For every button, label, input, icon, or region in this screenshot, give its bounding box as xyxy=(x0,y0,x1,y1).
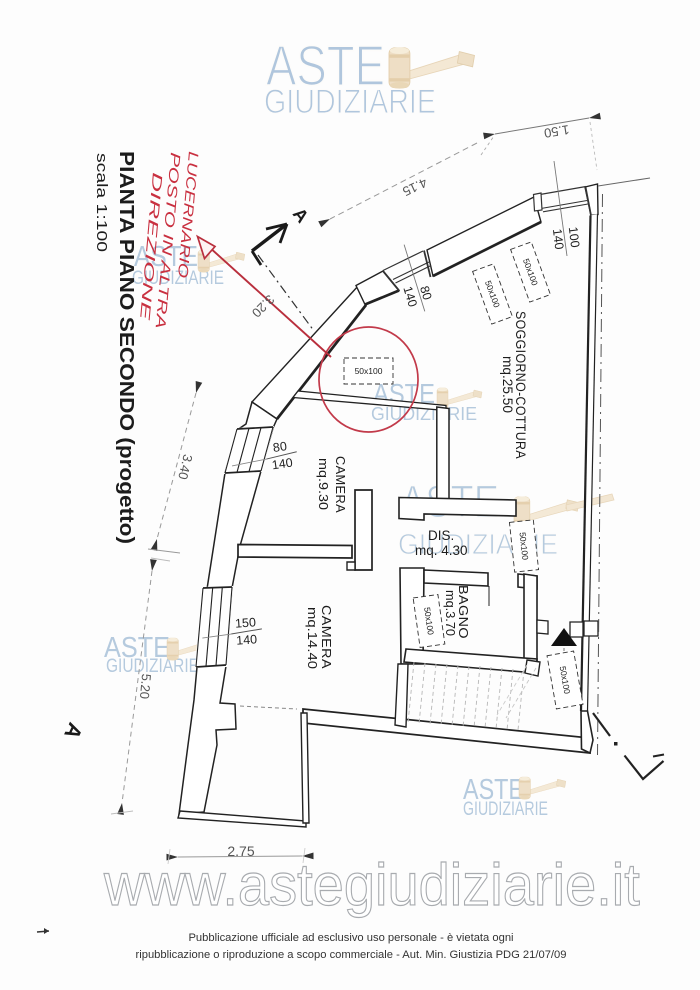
svg-text:3.20: 3.20 xyxy=(249,292,278,321)
svg-text:50x100: 50x100 xyxy=(422,606,436,635)
svg-text:mq.25.50: mq.25.50 xyxy=(500,356,515,413)
svg-text:ASTE: ASTE xyxy=(463,774,524,806)
svg-text:Pubblicazione ufficiale ad esc: Pubblicazione ufficiale ad esclusivo uso… xyxy=(188,932,513,944)
svg-text:mq. 4.30: mq. 4.30 xyxy=(415,543,468,558)
svg-text:GIUDIZIARIE: GIUDIZIARIE xyxy=(264,83,436,121)
svg-text:140: 140 xyxy=(236,632,258,647)
svg-text:4.15: 4.15 xyxy=(400,175,429,199)
svg-text:mq.14.40: mq.14.40 xyxy=(305,607,320,669)
svg-text:A: A xyxy=(289,204,313,227)
svg-text:140: 140 xyxy=(550,228,566,250)
svg-text:mq.9.30: mq.9.30 xyxy=(316,458,331,510)
svg-text:SOGGIORNO-COTTURA: SOGGIORNO-COTTURA xyxy=(513,311,528,459)
svg-text:100: 100 xyxy=(566,226,582,248)
svg-text:ripubblicazione o riproduzione: ripubblicazione o riproduzione a scopo c… xyxy=(136,949,567,961)
svg-text:ASTE: ASTE xyxy=(266,34,385,98)
svg-text:A: A xyxy=(59,719,86,742)
svg-text:GIUDIZIARIE: GIUDIZIARIE xyxy=(132,268,224,289)
svg-text:80: 80 xyxy=(272,439,288,455)
svg-text:BAGNO: BAGNO xyxy=(456,585,470,639)
svg-text:3.40: 3.40 xyxy=(175,453,195,481)
svg-text:80: 80 xyxy=(417,284,434,301)
svg-text:ASTE: ASTE xyxy=(134,241,198,273)
svg-text:DIS.: DIS. xyxy=(428,528,454,543)
svg-text:50x100: 50x100 xyxy=(355,366,383,376)
svg-text:GIUDIZIARIE: GIUDIZIARIE xyxy=(371,404,477,424)
svg-text:140: 140 xyxy=(400,285,419,309)
svg-text:scala 1:100: scala 1:100 xyxy=(93,153,110,252)
svg-text:CAMERA: CAMERA xyxy=(333,456,348,513)
svg-text:2.75: 2.75 xyxy=(227,843,254,859)
svg-text:CAMERA: CAMERA xyxy=(319,605,334,669)
svg-text:GIUDIZIARIE: GIUDIZIARIE xyxy=(463,799,548,820)
svg-text:mq.3.70: mq.3.70 xyxy=(443,590,457,636)
svg-text:150: 150 xyxy=(235,615,257,630)
svg-text:5.20: 5.20 xyxy=(137,673,154,700)
svg-text:140: 140 xyxy=(271,456,294,473)
svg-text:1.50: 1.50 xyxy=(543,122,570,141)
svg-text:www.astegiudiziarie.it: www.astegiudiziarie.it xyxy=(103,853,640,918)
svg-text:50x100: 50x100 xyxy=(558,665,573,694)
svg-text:50x100: 50x100 xyxy=(518,532,531,561)
svg-text:PIANTA PIANO SECONDO (progetto: PIANTA PIANO SECONDO (progetto) xyxy=(115,151,137,544)
